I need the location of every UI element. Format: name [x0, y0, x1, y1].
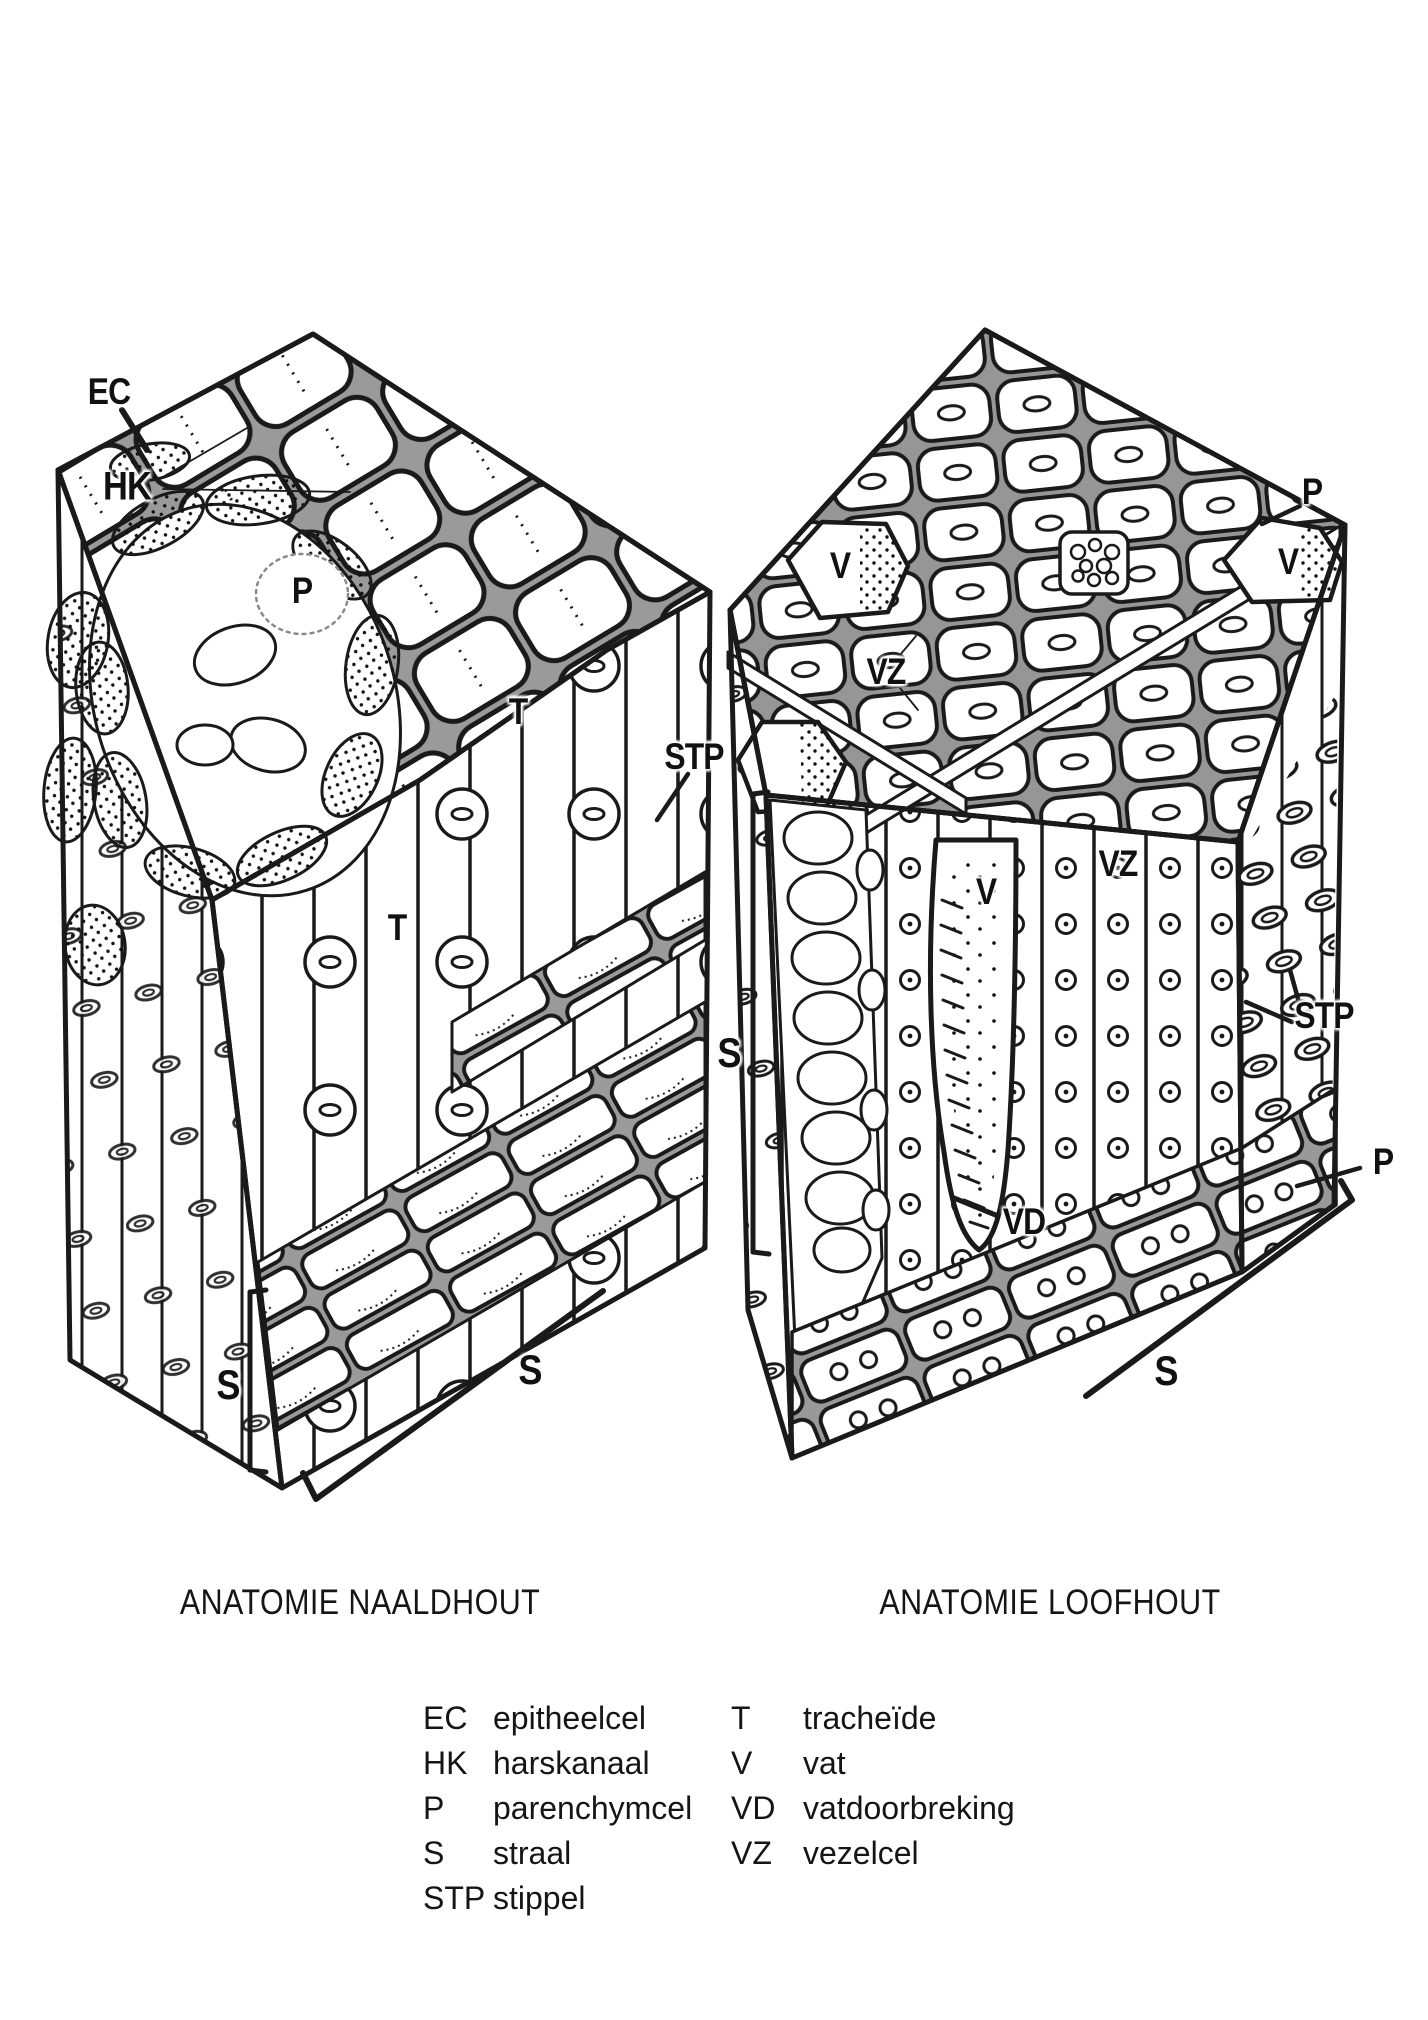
legend-term: vatdoorbreking	[803, 1790, 1015, 1826]
caption-naaldhout: ANATOMIE NAALDHOUT	[179, 1583, 541, 1622]
p-top-leader	[1259, 503, 1303, 527]
legend-abbr: T	[731, 1700, 751, 1736]
label-stp-hardwood: STP	[1294, 995, 1354, 1036]
legend-abbr: VZ	[731, 1835, 772, 1871]
label-v-front: V	[975, 871, 997, 912]
label-s-diagonal-hardwood: S	[1154, 1347, 1178, 1394]
hardwood-block	[726, 327, 1363, 1461]
label-t-top: T	[508, 691, 528, 732]
label-p-top: P	[1301, 471, 1323, 512]
legend-abbr: EC	[423, 1700, 468, 1736]
label-t-front: T	[387, 907, 407, 948]
stp-leader-left	[654, 771, 691, 823]
s-bracket-right	[750, 789, 772, 1257]
vessel-front	[927, 837, 1019, 1253]
label-vz-top: VZ	[866, 651, 907, 692]
label-vz-front: VZ	[1098, 843, 1139, 884]
label-p-softwood: P	[291, 570, 313, 611]
legend-term: harskanaal	[493, 1745, 650, 1781]
legend-term: stippel	[493, 1880, 586, 1916]
label-s-bracket-softwood: S	[216, 1361, 240, 1408]
hk-leader-lines	[162, 427, 351, 493]
p-bottom-leader	[1294, 1165, 1363, 1189]
label-vd: VD	[1002, 1201, 1046, 1242]
legend-abbr: STP	[423, 1880, 486, 1916]
legend-abbr: V	[731, 1745, 753, 1781]
s-measure-line-left	[300, 1288, 606, 1502]
s-measure-line-right	[1083, 1178, 1355, 1399]
legend-term: vezelcel	[803, 1835, 919, 1871]
legend-term: epitheelcel	[493, 1700, 646, 1736]
ec-arrow	[119, 407, 150, 453]
legend-abbr: HK	[423, 1745, 468, 1781]
label-v-top-left: V	[829, 545, 851, 586]
vz-top-leaders	[899, 635, 919, 711]
stp-right-leaders	[1243, 967, 1303, 1025]
legend-abbr: VD	[731, 1790, 776, 1826]
parenchyma-cell-highlight	[254, 552, 350, 636]
legend-column-2: T tracheïde V vat VD vatdoorbreking VZ v…	[731, 1696, 1015, 1876]
legend-term: parenchymcel	[493, 1790, 693, 1826]
legend-abbr: P	[423, 1790, 445, 1826]
legend-term: tracheïde	[803, 1700, 937, 1736]
label-ec: EC	[87, 371, 131, 412]
vd-leader	[951, 1195, 1001, 1219]
legend-column-1: EC epitheelcel HK harskanaal P parenchym…	[423, 1696, 692, 1921]
label-stp-softwood: STP	[664, 736, 724, 777]
ray-cell-chain	[768, 798, 891, 1450]
s-bracket-left	[247, 1287, 269, 1475]
label-s-diagonal-softwood: S	[518, 1346, 542, 1393]
caption-loofhout: ANATOMIE LOOFHOUT	[879, 1583, 1221, 1622]
label-p-bottom: P	[1372, 1141, 1394, 1182]
label-v-top-right: V	[1277, 541, 1299, 582]
label-hk: HK	[103, 464, 152, 509]
legend-abbr: S	[423, 1835, 445, 1871]
legend-term: straal	[493, 1835, 572, 1871]
legend-term: vat	[803, 1745, 846, 1781]
label-s-bracket-hardwood: S	[717, 1029, 741, 1076]
softwood-block	[42, 331, 713, 1502]
